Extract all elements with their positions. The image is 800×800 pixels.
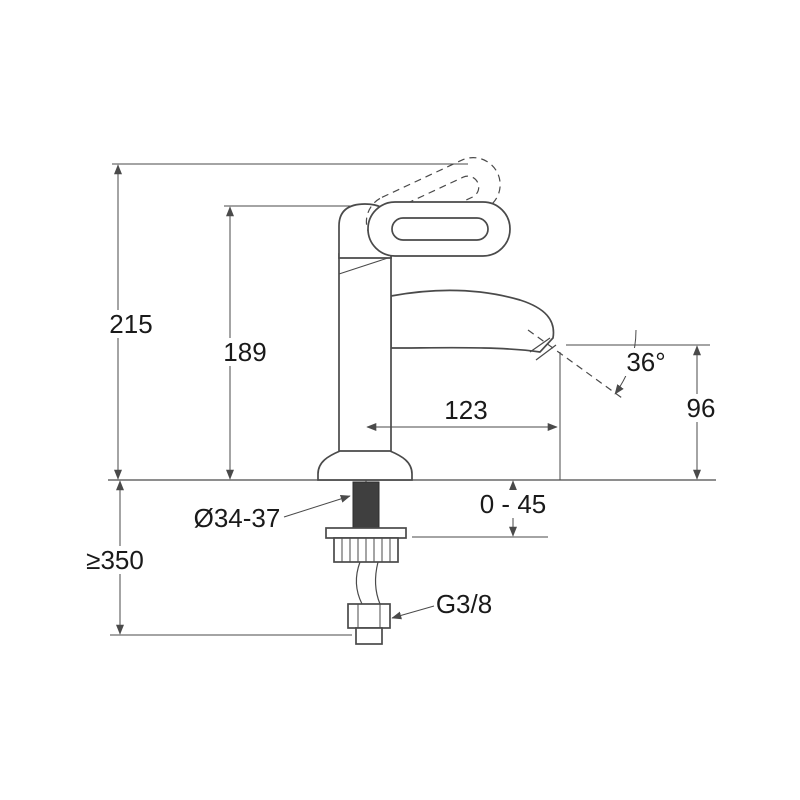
threaded-shank <box>352 481 380 529</box>
body-height-label: 189 <box>223 337 266 367</box>
washer <box>325 527 407 539</box>
deck-thickness-label: 0 - 45 <box>480 489 547 519</box>
faucet-spout <box>390 289 555 353</box>
body-seam <box>338 256 392 275</box>
thread-size-label: G3/8 <box>436 589 492 619</box>
lock-nut-knurling <box>341 538 391 562</box>
outlet-height-label: 96 <box>687 393 716 423</box>
leader-hole-diameter <box>283 495 351 518</box>
loop-handle-opening <box>391 217 489 241</box>
under-deck-assembly <box>325 481 407 645</box>
dimension-labels: 215 189 96 123 36° 0 - 45 Ø34-37 ≥350 G3… <box>86 309 720 619</box>
outlet-face <box>529 337 551 353</box>
hose-end-fitting <box>355 627 383 645</box>
overall-height-label: 215 <box>109 309 152 339</box>
min-clearance-label: ≥350 <box>86 545 144 575</box>
supply-hose <box>355 561 363 605</box>
outlet-angle-ray <box>527 329 623 399</box>
spout-reach-label: 123 <box>444 395 487 425</box>
leader-thread <box>391 605 435 620</box>
faucet-base <box>317 450 413 481</box>
supply-hose-edge <box>374 561 381 605</box>
hole-diameter-label: Ø34-37 <box>194 503 281 533</box>
hose-nut <box>347 603 391 629</box>
faucet <box>317 157 557 481</box>
faucet-body <box>338 253 392 455</box>
spout-angle-label: 36° <box>626 347 665 377</box>
